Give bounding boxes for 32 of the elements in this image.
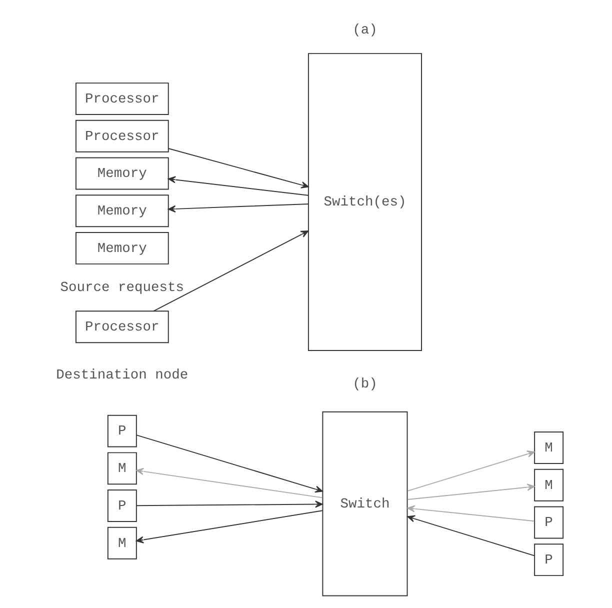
arrow	[168, 148, 309, 188]
arrow	[136, 468, 323, 498]
node-box: M	[534, 468, 564, 502]
label: Source requests	[60, 281, 184, 296]
node-box: M	[107, 452, 137, 485]
arrow	[136, 500, 323, 508]
label: (b)	[352, 378, 378, 393]
arrow	[136, 510, 323, 544]
node-box: Memory	[75, 194, 169, 228]
node-box: M	[534, 432, 564, 464]
arrow	[136, 434, 323, 493]
node-box: P	[534, 544, 564, 576]
node-box: P	[534, 506, 564, 539]
label: Destination node	[56, 368, 188, 384]
arrow	[168, 204, 309, 213]
arrow	[168, 176, 309, 196]
arrow	[407, 515, 535, 556]
arrow	[407, 505, 535, 522]
node-box: Switch(es)	[308, 53, 422, 351]
arrow	[407, 484, 535, 500]
node-box: Processor	[75, 82, 169, 115]
node-box: Switch	[322, 411, 408, 596]
node-box: Processor	[75, 120, 169, 152]
node-box: Processor	[75, 310, 169, 344]
arrow	[153, 230, 309, 312]
arrow	[407, 450, 535, 492]
node-box: P	[107, 490, 137, 522]
node-box: Memory	[75, 232, 169, 264]
node-box: M	[107, 526, 137, 560]
label: (a)	[352, 24, 378, 39]
node-box: P	[107, 414, 137, 448]
node-box: Memory	[75, 157, 169, 190]
